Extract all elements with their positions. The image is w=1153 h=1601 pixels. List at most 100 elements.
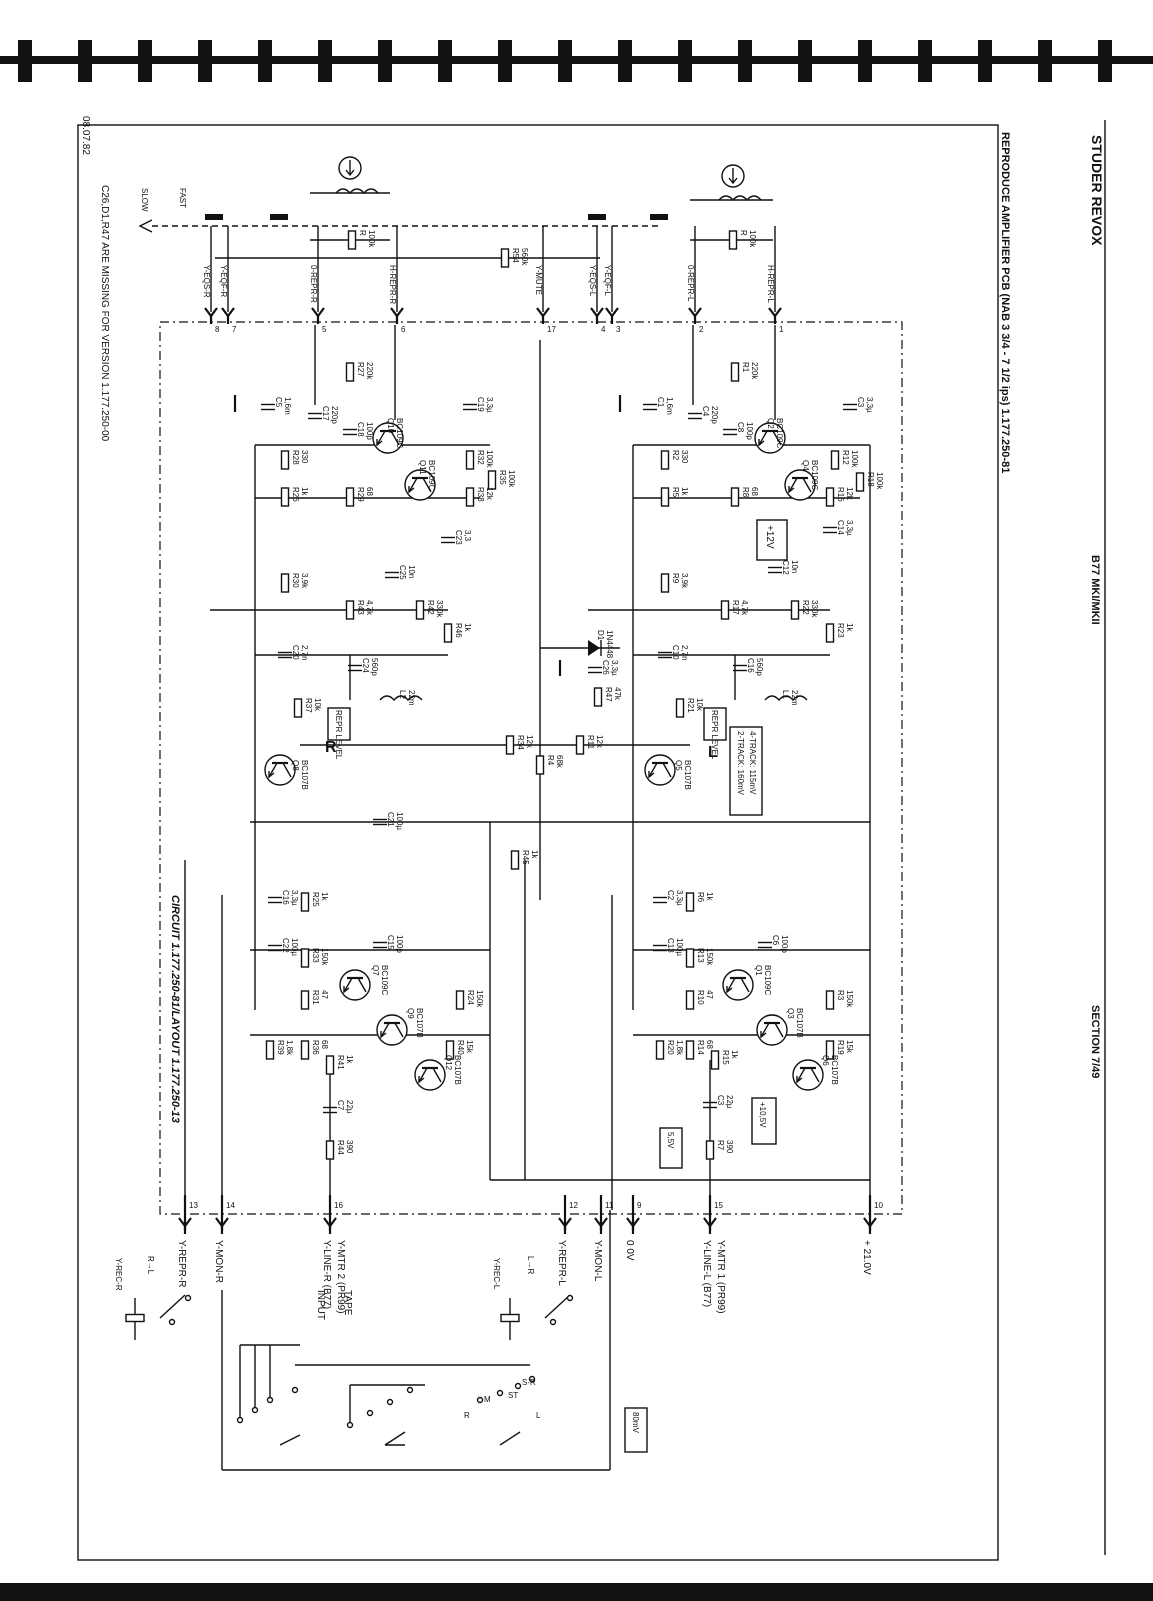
part-ref: R24 [466, 990, 475, 1005]
part-ref: R41 [336, 1055, 345, 1070]
part-ref: R17 [731, 600, 740, 615]
transistor-q3 [755, 1013, 789, 1047]
part-ref: R18 [866, 472, 875, 487]
part-ref: Q8 [291, 760, 300, 771]
part-ref: C25 [398, 565, 407, 580]
part-ref: R25 [311, 892, 320, 907]
part-value: 47 [705, 990, 714, 999]
switch-r-label: R [464, 1411, 470, 1420]
r-channel-label: R [325, 739, 337, 756]
switch-m-label: M [484, 1395, 491, 1404]
svg-text:REPR LEVEL: REPR LEVEL [334, 710, 343, 760]
part-value: BC107B [453, 1055, 462, 1085]
part-value: 100k [507, 470, 516, 488]
part-ref: C20 [291, 645, 300, 660]
part-value: 1k [320, 892, 329, 901]
part-ref: C24 [361, 658, 370, 673]
part-ref: C15 [386, 935, 395, 950]
svg-text:5,5V: 5,5V [666, 1132, 675, 1149]
input-connector-y-eqs-l: Y-EQS-L4 [588, 226, 606, 334]
part-ref: R6 [696, 892, 705, 903]
input-label: Y-EQS-R [202, 265, 211, 298]
part-ref: R28 [291, 450, 300, 465]
head-r [310, 156, 390, 195]
track-note-box: 2-TRACK: 160mV 4-TRACK: 115mV [729, 726, 763, 816]
part-ref: Q3 [786, 1008, 795, 1019]
part-ref: C3 [856, 397, 865, 408]
part-value: 22m [407, 690, 416, 706]
part-ref: R [358, 230, 367, 236]
part-value: 68 [705, 1040, 714, 1049]
part-ref: R3 [836, 990, 845, 1001]
part-ref: C17 [321, 406, 330, 421]
input-label: 0-REPR-R [309, 265, 318, 303]
transistor-q8 [263, 753, 297, 787]
part-ref: C21 [386, 812, 395, 827]
part-value: 68 [320, 1040, 329, 1049]
transistor-q12 [413, 1058, 447, 1092]
output-label: Y-MTR 2 (PR99) [335, 1240, 346, 1314]
part-value: 560p [755, 658, 764, 676]
part-value: BC107B [830, 1055, 839, 1085]
part-ref: R12 [841, 450, 850, 465]
part-value: 100p [395, 935, 404, 953]
output-label: 0 0V [624, 1240, 635, 1261]
switch-l-label: L [536, 1411, 541, 1420]
part-value: 3,3µ [290, 890, 299, 906]
svg-text:2-TRACK: 160mV: 2-TRACK: 160mV [736, 731, 745, 796]
part-value: 1k [300, 487, 309, 496]
part-value: 330 [300, 450, 309, 464]
part-value: 4,7k [740, 600, 749, 616]
part-ref: R34 [516, 735, 525, 750]
part-value: BC109C [775, 418, 784, 448]
part-ref: C18 [356, 422, 365, 437]
y-rec-l-label: Y-REC-L [492, 1258, 501, 1290]
part-value: 68k [555, 755, 564, 769]
transistor-q1 [721, 968, 755, 1002]
part-ref: R1 [741, 362, 750, 373]
part-value: 100p [780, 935, 789, 953]
part-value: 150k [845, 990, 854, 1008]
part-ref: Q9 [406, 1008, 415, 1019]
part-value: 12k [845, 487, 854, 501]
brand-logo: STUDER REVOX [1089, 135, 1105, 246]
part-value: 3,3µ [610, 660, 619, 676]
part-value: 1N4448 [605, 630, 614, 659]
part-value: 220k [365, 362, 374, 380]
part-ref: R [739, 230, 748, 236]
output-label: Y-MON-L [592, 1240, 603, 1282]
part-value: 100µ [675, 938, 684, 956]
input-pin: 1 [779, 325, 784, 334]
part-value: 330k [435, 600, 444, 618]
part-value: 3,9k [680, 573, 689, 589]
part-value: 100p [365, 422, 374, 440]
part-value: 100k [485, 450, 494, 468]
diode-d1 [540, 640, 620, 656]
repr-level-box-r: REPR LEVEL [327, 707, 351, 760]
